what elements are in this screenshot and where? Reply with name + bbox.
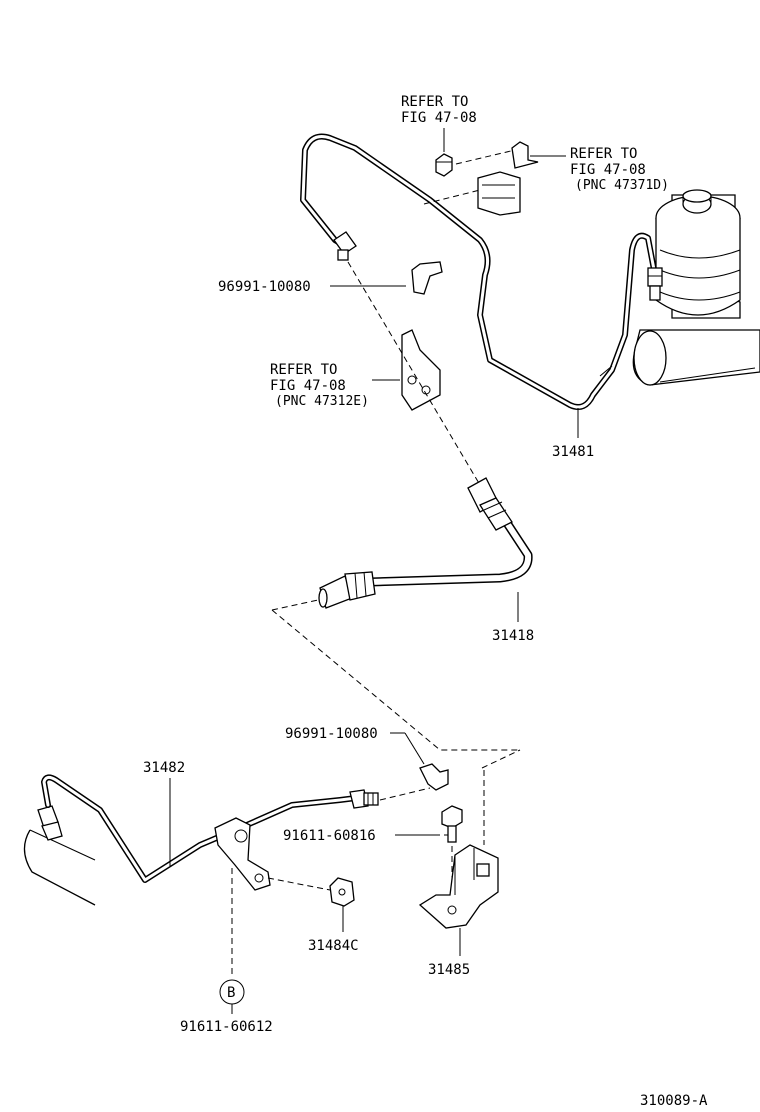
bracket-31485 [418,770,499,956]
refer-top-line2: FIG 47-08 [401,110,477,126]
refer-mid-line1: REFER TO [270,362,337,378]
part-31482-label: 31482 [143,760,185,776]
bolt-upper-label: 91611-60816 [283,828,376,844]
bolt-lower-label: 91611-60612 [180,1019,273,1035]
upper-bracket-assembly [423,128,539,216]
pipe-bracket [214,817,271,891]
figure-id: 310089-A [640,1093,708,1109]
part-31484c-label: 31484C [308,938,359,954]
flex-hose-31418 [318,477,533,609]
wheel-cylinder [23,805,96,906]
lower-clip [379,732,449,801]
refer-top-line1: REFER TO [401,94,468,110]
master-cylinder [632,189,760,386]
refer-right-line2: FIG 47-08 [570,162,646,178]
clip-lower-label: 96991-10080 [285,726,378,742]
refer-mid-line2: FIG 47-08 [270,378,346,394]
part-31481-label: 31481 [552,444,594,460]
clip-31484c [267,877,355,932]
refer-right-line3: (PNC 47371D) [575,178,669,193]
mid-bracket [372,329,441,411]
upper-clip [330,261,443,295]
part-31418-label: 31418 [492,628,534,644]
refer-mid-line3: (PNC 47312E) [275,394,369,409]
brake-pipe-31481 [300,133,663,410]
circle-b-label: B [227,985,235,1001]
clip-upper-label: 96991-10080 [218,279,311,295]
part-31485-label: 31485 [428,962,470,978]
refer-right-line1: REFER TO [570,146,637,162]
